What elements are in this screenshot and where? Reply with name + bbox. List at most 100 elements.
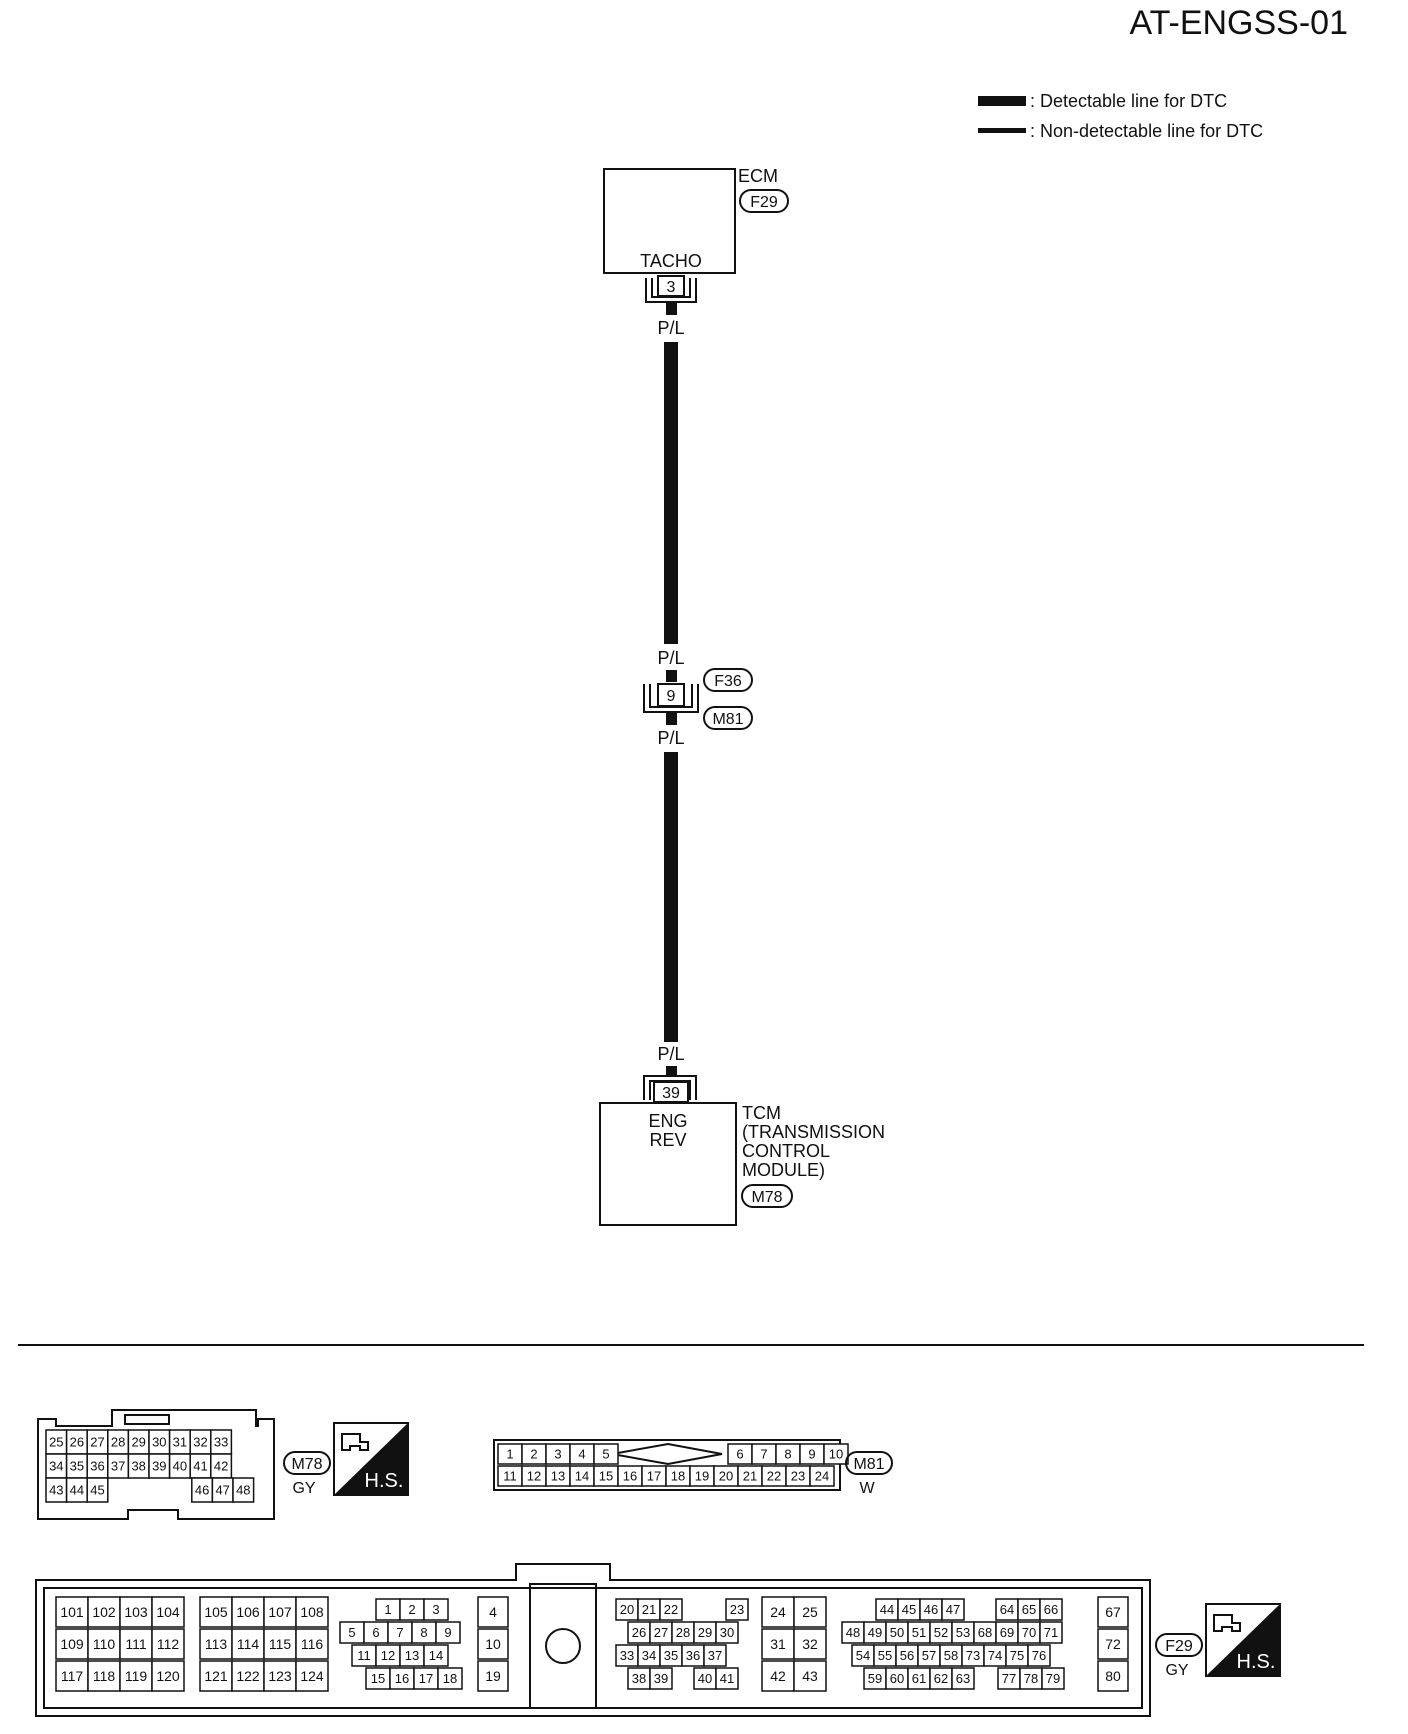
f29-terminal: 117 <box>61 1668 84 1684</box>
m78-terminal: 26 <box>70 1435 84 1450</box>
tcm-connector-badge <box>741 1184 793 1208</box>
f29-terminal: 60 <box>890 1671 904 1686</box>
f29-terminal: 114 <box>237 1636 260 1652</box>
m78-terminal: 31 <box>173 1435 187 1450</box>
f29-terminal-cell <box>1039 1598 1063 1621</box>
f29-terminal-cell <box>87 1596 121 1628</box>
f29-terminal: 61 <box>912 1671 926 1686</box>
m81-terminal-cell <box>593 1443 619 1465</box>
f29-terminal: 45 <box>902 1602 916 1617</box>
connector-m78-color: GY <box>292 1480 315 1497</box>
f29-terminal-cell <box>423 1598 449 1621</box>
f29-terminal-cell <box>263 1660 297 1692</box>
m81-terminal: 14 <box>575 1469 589 1484</box>
f29-terminal: 9 <box>444 1625 451 1640</box>
f29-terminal-cell <box>295 1660 329 1692</box>
f29-terminal-cell <box>55 1628 89 1660</box>
f29-terminal-cell <box>1041 1667 1065 1690</box>
f29-terminal-cell <box>1097 1660 1129 1692</box>
connector-m81-housing <box>493 1439 841 1491</box>
f29-terminal-cell <box>715 1621 739 1644</box>
f29-terminal: 38 <box>632 1671 646 1686</box>
f29-terminal: 112 <box>157 1636 180 1652</box>
m81-terminal: 4 <box>578 1447 585 1462</box>
m81-terminal: 11 <box>503 1469 517 1484</box>
m78-terminal: 48 <box>236 1483 250 1498</box>
m81-terminal: 15 <box>599 1469 613 1484</box>
wire-joint-stub-bottom <box>666 713 677 725</box>
f29-terminal: 108 <box>300 1604 324 1620</box>
f29-terminal: 65 <box>1022 1602 1036 1617</box>
f29-terminal: 122 <box>236 1668 260 1684</box>
m81-terminal: 3 <box>554 1447 561 1462</box>
m78-terminal: 44 <box>70 1483 84 1498</box>
connector-f29-center-housing <box>529 1583 597 1709</box>
tcm-name-4: MODULE) <box>742 1160 825 1180</box>
f29-terminal-cell <box>761 1628 795 1660</box>
joint-connector-top-id: F36 <box>714 673 742 690</box>
m78-terminal: 45 <box>90 1483 104 1498</box>
m78-terminal: 27 <box>90 1435 104 1450</box>
tcm-connector-id: M78 <box>751 1189 782 1206</box>
wire-color-label-1: P/L <box>657 318 684 338</box>
f29-terminal-cell <box>703 1644 727 1667</box>
f29-terminal: 16 <box>395 1671 409 1686</box>
f29-terminal: 110 <box>93 1636 116 1652</box>
f29-terminal: 63 <box>956 1671 970 1686</box>
f29-terminal: 33 <box>620 1648 634 1663</box>
f29-terminal-cell <box>793 1628 827 1660</box>
m81-terminal: 24 <box>815 1469 829 1484</box>
f29-terminal: 103 <box>124 1604 148 1620</box>
f29-terminal: 21 <box>642 1602 656 1617</box>
f29-terminal: 37 <box>708 1648 722 1663</box>
connector-m78-hs-icon <box>341 1433 369 1451</box>
m78-terminal: 42 <box>214 1459 228 1474</box>
wire-segment-lower <box>664 752 678 1042</box>
f29-terminal: 121 <box>204 1668 228 1684</box>
f29-terminal: 13 <box>405 1648 419 1663</box>
f29-terminal-cell <box>477 1628 509 1660</box>
f29-terminal: 115 <box>269 1636 292 1652</box>
f29-terminal: 70 <box>1022 1625 1036 1640</box>
f29-terminal: 49 <box>868 1625 882 1640</box>
f29-terminal: 29 <box>698 1625 712 1640</box>
f29-terminal-cell <box>151 1660 185 1692</box>
connector-f29-badge <box>1155 1633 1203 1657</box>
f29-terminal-cell <box>151 1628 185 1660</box>
ecm-terminal-number: 3 <box>667 279 676 296</box>
f29-terminal: 101 <box>60 1604 84 1620</box>
wire-tcm-stub <box>666 1066 677 1076</box>
f29-terminal: 30 <box>720 1625 734 1640</box>
wire-color-label-3: P/L <box>657 728 684 748</box>
m81-terminal: 12 <box>527 1469 541 1484</box>
m81-terminal: 6 <box>736 1447 743 1462</box>
joint-connector: 9 F36 M81 <box>643 668 753 730</box>
f29-terminal: 120 <box>156 1668 180 1684</box>
connector-m78-id: M78 <box>291 1456 322 1473</box>
f29-terminal: 107 <box>268 1604 292 1620</box>
f29-terminal: 53 <box>956 1625 970 1640</box>
f29-terminal: 10 <box>485 1636 501 1652</box>
f29-terminal-cell <box>263 1628 297 1660</box>
m81-terminal: 13 <box>551 1469 565 1484</box>
m81-terminal: 22 <box>767 1469 781 1484</box>
f29-terminal: 23 <box>730 1602 744 1617</box>
connector-m78-badge <box>283 1451 331 1475</box>
f29-terminal: 24 <box>770 1604 786 1620</box>
f29-terminal: 72 <box>1105 1636 1121 1652</box>
tcm-name-2: (TRANSMISSION <box>742 1122 885 1142</box>
ecm-name: ECM <box>738 166 778 186</box>
f29-terminal: 11 <box>357 1648 371 1663</box>
legend: : Detectable line for DTC : Non-detectab… <box>978 91 1263 141</box>
f29-terminal-cell <box>231 1628 265 1660</box>
connector-m78-housing <box>37 1409 275 1520</box>
ecm-box <box>603 168 736 274</box>
f29-terminal-cell <box>761 1596 795 1628</box>
f29-terminal: 25 <box>802 1604 818 1620</box>
f29-terminal-cell <box>119 1596 153 1628</box>
f29-terminal-cell <box>649 1667 673 1690</box>
f29-terminal: 43 <box>802 1668 818 1684</box>
m81-terminal: 19 <box>695 1469 709 1484</box>
